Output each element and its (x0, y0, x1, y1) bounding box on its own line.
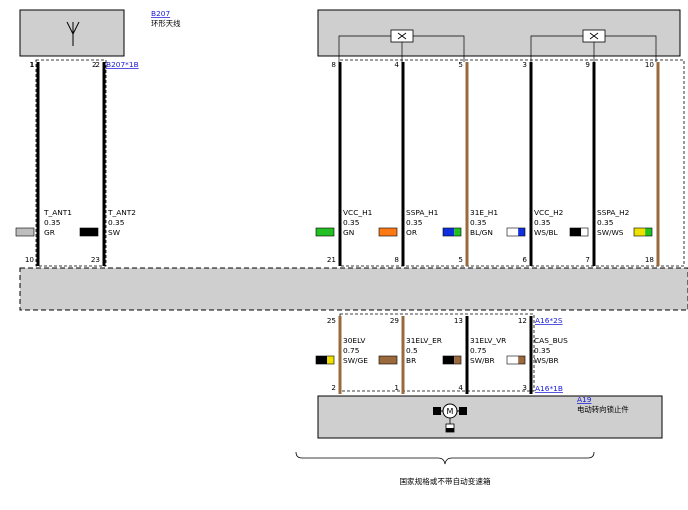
wire-pin-bottom: 8 (394, 255, 399, 264)
wire-size-label: 0.35 (534, 346, 551, 355)
wire-size-label: 0.35 (470, 218, 487, 227)
wire-circuit-label: SSPA_H2 (597, 208, 629, 217)
wire-pin-top: 2 (95, 60, 100, 69)
wire-size-label: 0.35 (406, 218, 423, 227)
wire-circuit-label: T_ANT1 (43, 208, 72, 217)
wire-color-swatch (633, 227, 653, 237)
wire-circuit-label: CAS_BUS (534, 336, 568, 345)
lock-connector-link[interactable]: A16*1B (535, 384, 563, 393)
antenna-name: 环形天线 (151, 19, 181, 28)
upper-wires: 110T_ANT10.35GR223T_ANT20.35SW821VCC_H10… (15, 60, 660, 266)
wire-color-swatch (315, 355, 335, 365)
wire-color-label: BL/GN (470, 228, 493, 237)
body-control-module-bar (19, 267, 688, 311)
wire-color-label: OR (406, 228, 417, 237)
wire-size-label: 0.35 (534, 218, 551, 227)
wire-color-swatch (506, 355, 526, 365)
wire-size-label: 0.75 (343, 346, 360, 355)
wire-size-label: 0.35 (44, 218, 61, 227)
wire-circuit-label: 30ELV (343, 336, 365, 345)
wire-color-swatch (442, 227, 462, 237)
wire-pin-bottom: 21 (327, 255, 336, 264)
wire-size-label: 0.35 (597, 218, 614, 227)
wire-color-label: SW/BR (470, 356, 495, 365)
lock-ref-link[interactable]: A19 (577, 395, 592, 404)
wire-pin-top: 13 (454, 316, 463, 325)
wire-pin-top: 25 (327, 316, 336, 325)
bracket-caption: 国家规格或不带自动变速箱 (399, 476, 491, 486)
wire-pin-top: 9 (585, 60, 590, 69)
wire-pin-top: 10 (645, 60, 655, 69)
wire-pin-top: 29 (390, 316, 400, 325)
wire-color-swatch (378, 355, 398, 365)
wire-pin-bottom: 6 (522, 255, 527, 264)
svg-text:M: M (447, 407, 454, 416)
lower-wires: 25230ELV0.75SW/GE29131ELV_ER0.5BR13431EL… (315, 316, 568, 394)
wire-pin-bottom: 3 (522, 383, 527, 392)
lower-connector-outline (339, 313, 535, 392)
wire-color-swatch (506, 227, 526, 237)
wire-circuit-label: T_ANT2 (107, 208, 136, 217)
wire-pin-top: 8 (331, 60, 336, 69)
wire-color-swatch (378, 227, 398, 237)
wire-size-label: 0.35 (108, 218, 125, 227)
wire-color-label: GR (44, 228, 55, 237)
control-module-box (317, 9, 681, 57)
wire-pin-top: 12 (518, 316, 527, 325)
wire-color-swatch (569, 227, 589, 237)
wire-color-label: SW/WS (597, 228, 624, 237)
wire-pin-bottom: 5 (458, 255, 463, 264)
wire-color-label: BR (406, 356, 416, 365)
wire-color-label: SW (108, 228, 121, 237)
wire-circuit-label: 31E_H1 (470, 208, 498, 217)
wire-color-label: WS/BR (534, 356, 559, 365)
wire-color-label: SW/GE (343, 356, 368, 365)
wire-color-swatch (79, 227, 99, 237)
wire-circuit-label: VCC_H1 (343, 208, 373, 217)
group-bracket (295, 451, 595, 465)
wire-pin-bottom: 10 (25, 255, 35, 264)
antenna-connector-link[interactable]: B207*1B (106, 60, 139, 69)
wire-circuit-label: SSPA_H1 (406, 208, 439, 217)
steering-lock-box (317, 395, 663, 439)
wire-pin-bottom: 4 (458, 383, 463, 392)
wire-pin-top: 3 (522, 60, 527, 69)
wire-size-label: 0.35 (343, 218, 360, 227)
lock-name: 电动转向锁止件 (577, 405, 629, 414)
antenna-ref-link[interactable]: B207 (151, 9, 170, 18)
wire-pin-bottom: 23 (91, 255, 100, 264)
wire-color-swatch (315, 227, 335, 237)
wire-pin-bottom: 18 (645, 255, 655, 264)
resistor-icon (582, 29, 606, 43)
wire-circuit-label: 31ELV_ER (406, 336, 442, 345)
module-connector-link[interactable]: A16*2S (535, 316, 563, 325)
antenna-pin-2: 2 (92, 60, 97, 69)
wire-size-label: 0.75 (470, 346, 487, 355)
wire-pin-top: 5 (458, 60, 463, 69)
wire-pin-bottom: 2 (331, 383, 336, 392)
wire-pin-bottom: 1 (394, 383, 399, 392)
wire-pin-top: 1 (29, 60, 34, 69)
resistor-icon (390, 29, 414, 43)
wire-color-swatch (442, 355, 462, 365)
wire-color-label: WS/BL (534, 228, 559, 237)
wire-pin-top: 4 (394, 60, 399, 69)
wire-circuit-label: 31ELV_VR (470, 336, 506, 345)
wire-pin-bottom: 7 (585, 255, 590, 264)
wire-color-swatch (15, 227, 35, 237)
antenna-symbol-icon (66, 21, 80, 46)
motor-icon: M (433, 403, 467, 433)
antenna-pin-1: 1 (30, 60, 35, 69)
antenna-connector-outline (35, 59, 107, 267)
wire-size-label: 0.5 (406, 346, 418, 355)
wire-color-label: GN (343, 228, 354, 237)
wire-circuit-label: VCC_H2 (534, 208, 563, 217)
